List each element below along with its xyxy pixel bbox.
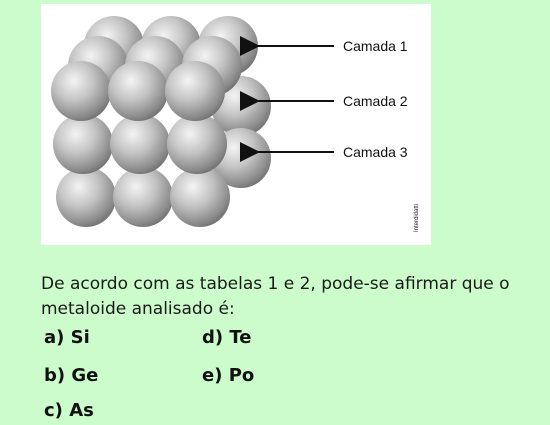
option-e: e) Po xyxy=(202,365,254,386)
crystal-layers-figure: Camada 1 Camada 2 Camada 3 Interdidatti xyxy=(41,4,431,245)
option-a: a) Si xyxy=(44,327,90,348)
option-a-value: Si xyxy=(70,327,90,348)
layer-label-2: Camada 2 xyxy=(343,93,408,109)
option-c-value: As xyxy=(69,400,94,421)
option-d-value: Te xyxy=(229,327,252,348)
layer-label-1: Camada 1 xyxy=(343,38,408,54)
option-c: c) As xyxy=(44,400,94,421)
question-text: De acordo com as tabelas 1 e 2, pode-se … xyxy=(41,274,510,319)
option-e-value: Po xyxy=(228,365,255,386)
option-b: b) Ge xyxy=(44,365,98,386)
option-d: d) Te xyxy=(202,327,252,348)
option-e-letter: e) xyxy=(202,365,223,386)
option-a-letter: a) xyxy=(44,327,65,348)
option-b-value: Ge xyxy=(71,365,99,386)
option-b-letter: b) xyxy=(44,365,66,386)
option-c-letter: c) xyxy=(44,400,63,421)
spheres-group xyxy=(51,16,271,227)
layer-label-3: Camada 3 xyxy=(343,144,408,160)
sphere-packing-illustration: Camada 1 Camada 2 Camada 3 Interdidatti xyxy=(51,16,420,232)
image-credit: Interdidatti xyxy=(414,204,420,232)
layer-arrows xyxy=(240,36,334,162)
option-d-letter: d) xyxy=(202,327,224,348)
